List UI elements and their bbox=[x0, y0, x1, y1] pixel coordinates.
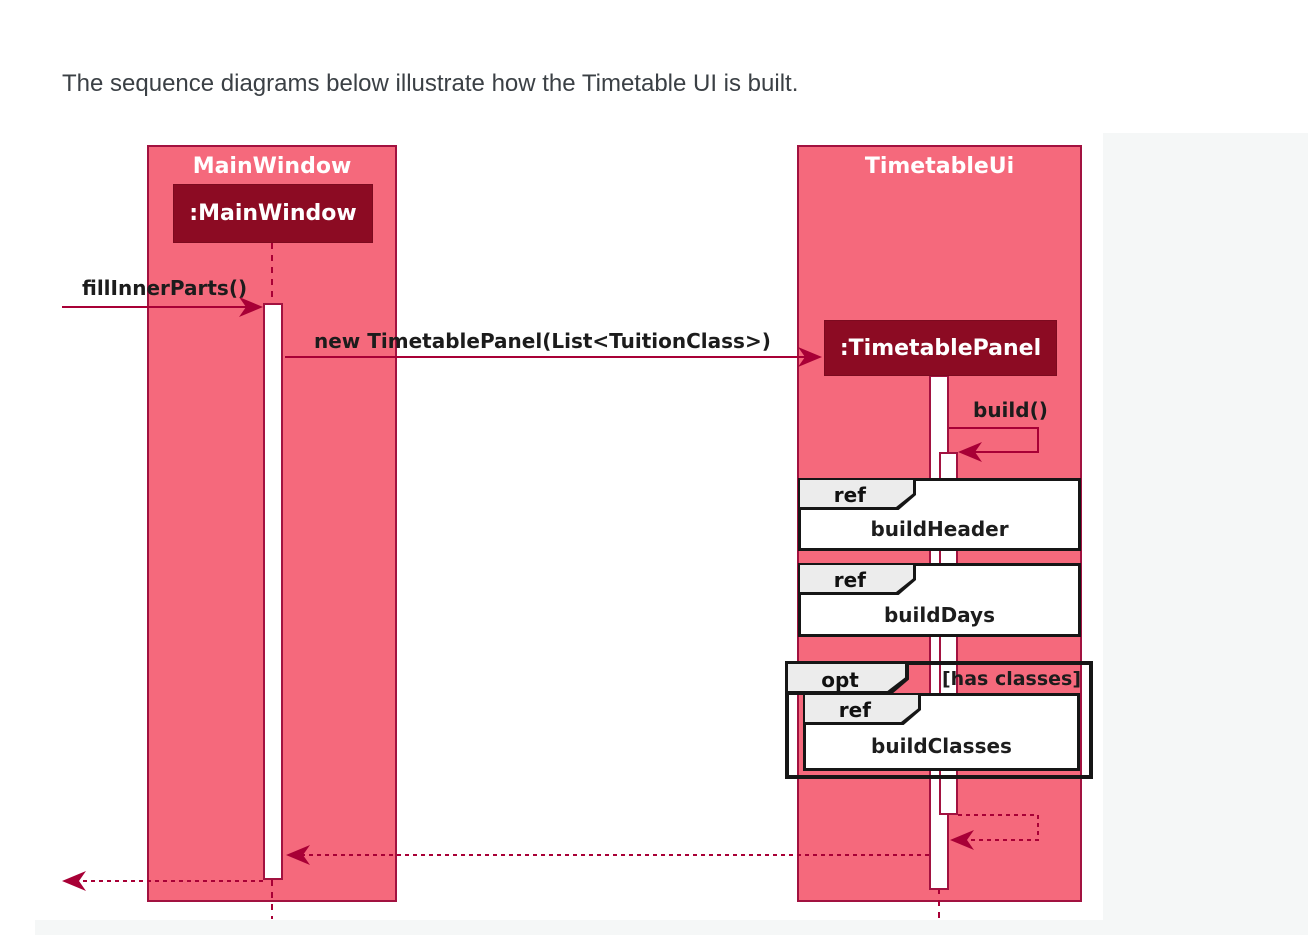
ref-fragment-builddays: ref buildDays bbox=[798, 563, 1081, 637]
object-box-timetablepanel: :TimetablePanel bbox=[824, 320, 1057, 376]
ref-fragment-buildheader: ref buildHeader bbox=[798, 478, 1081, 551]
fragment-operator-pentagon: opt bbox=[788, 664, 909, 695]
fragment-operator-label: ref bbox=[838, 698, 871, 722]
opt-fragment: opt [has classes] ref buildClasses bbox=[785, 661, 1093, 779]
ref-fragment-buildclasses: ref buildClasses bbox=[803, 693, 1080, 771]
opt-guard-label: [has classes] bbox=[942, 668, 1082, 690]
participant-title-mainwindow: MainWindow bbox=[192, 154, 352, 179]
fragment-operator-label: ref bbox=[833, 568, 866, 592]
fragment-operator-pentagon: ref bbox=[800, 480, 916, 510]
message-label-new-timetablepanel: new TimetablePanel(List<TuitionClass>) bbox=[314, 329, 771, 353]
fragment-operator-label: opt bbox=[821, 667, 859, 692]
participant-title-timetableui: TimetableUi bbox=[864, 154, 1015, 179]
fragment-operator-pentagon: ref bbox=[800, 565, 916, 595]
message-label-build: build() bbox=[973, 398, 1048, 422]
ref-target-label: buildDays bbox=[883, 603, 995, 627]
fragment-operator-pentagon: ref bbox=[805, 695, 921, 725]
object-label-mainwindow: :MainWindow bbox=[189, 201, 357, 226]
object-label-timetablepanel: :TimetablePanel bbox=[839, 335, 1042, 361]
ref-target-label: buildHeader bbox=[870, 517, 1009, 541]
fragment-operator-label: ref bbox=[833, 483, 866, 507]
message-label-fillinnerparts: fillInnerParts() bbox=[82, 276, 248, 300]
ref-target-label: buildClasses bbox=[871, 734, 1012, 758]
intro-text: The sequence diagrams below illustrate h… bbox=[62, 70, 799, 97]
activation-bar-mainwindow bbox=[263, 303, 283, 880]
object-box-mainwindow: :MainWindow bbox=[173, 184, 373, 243]
